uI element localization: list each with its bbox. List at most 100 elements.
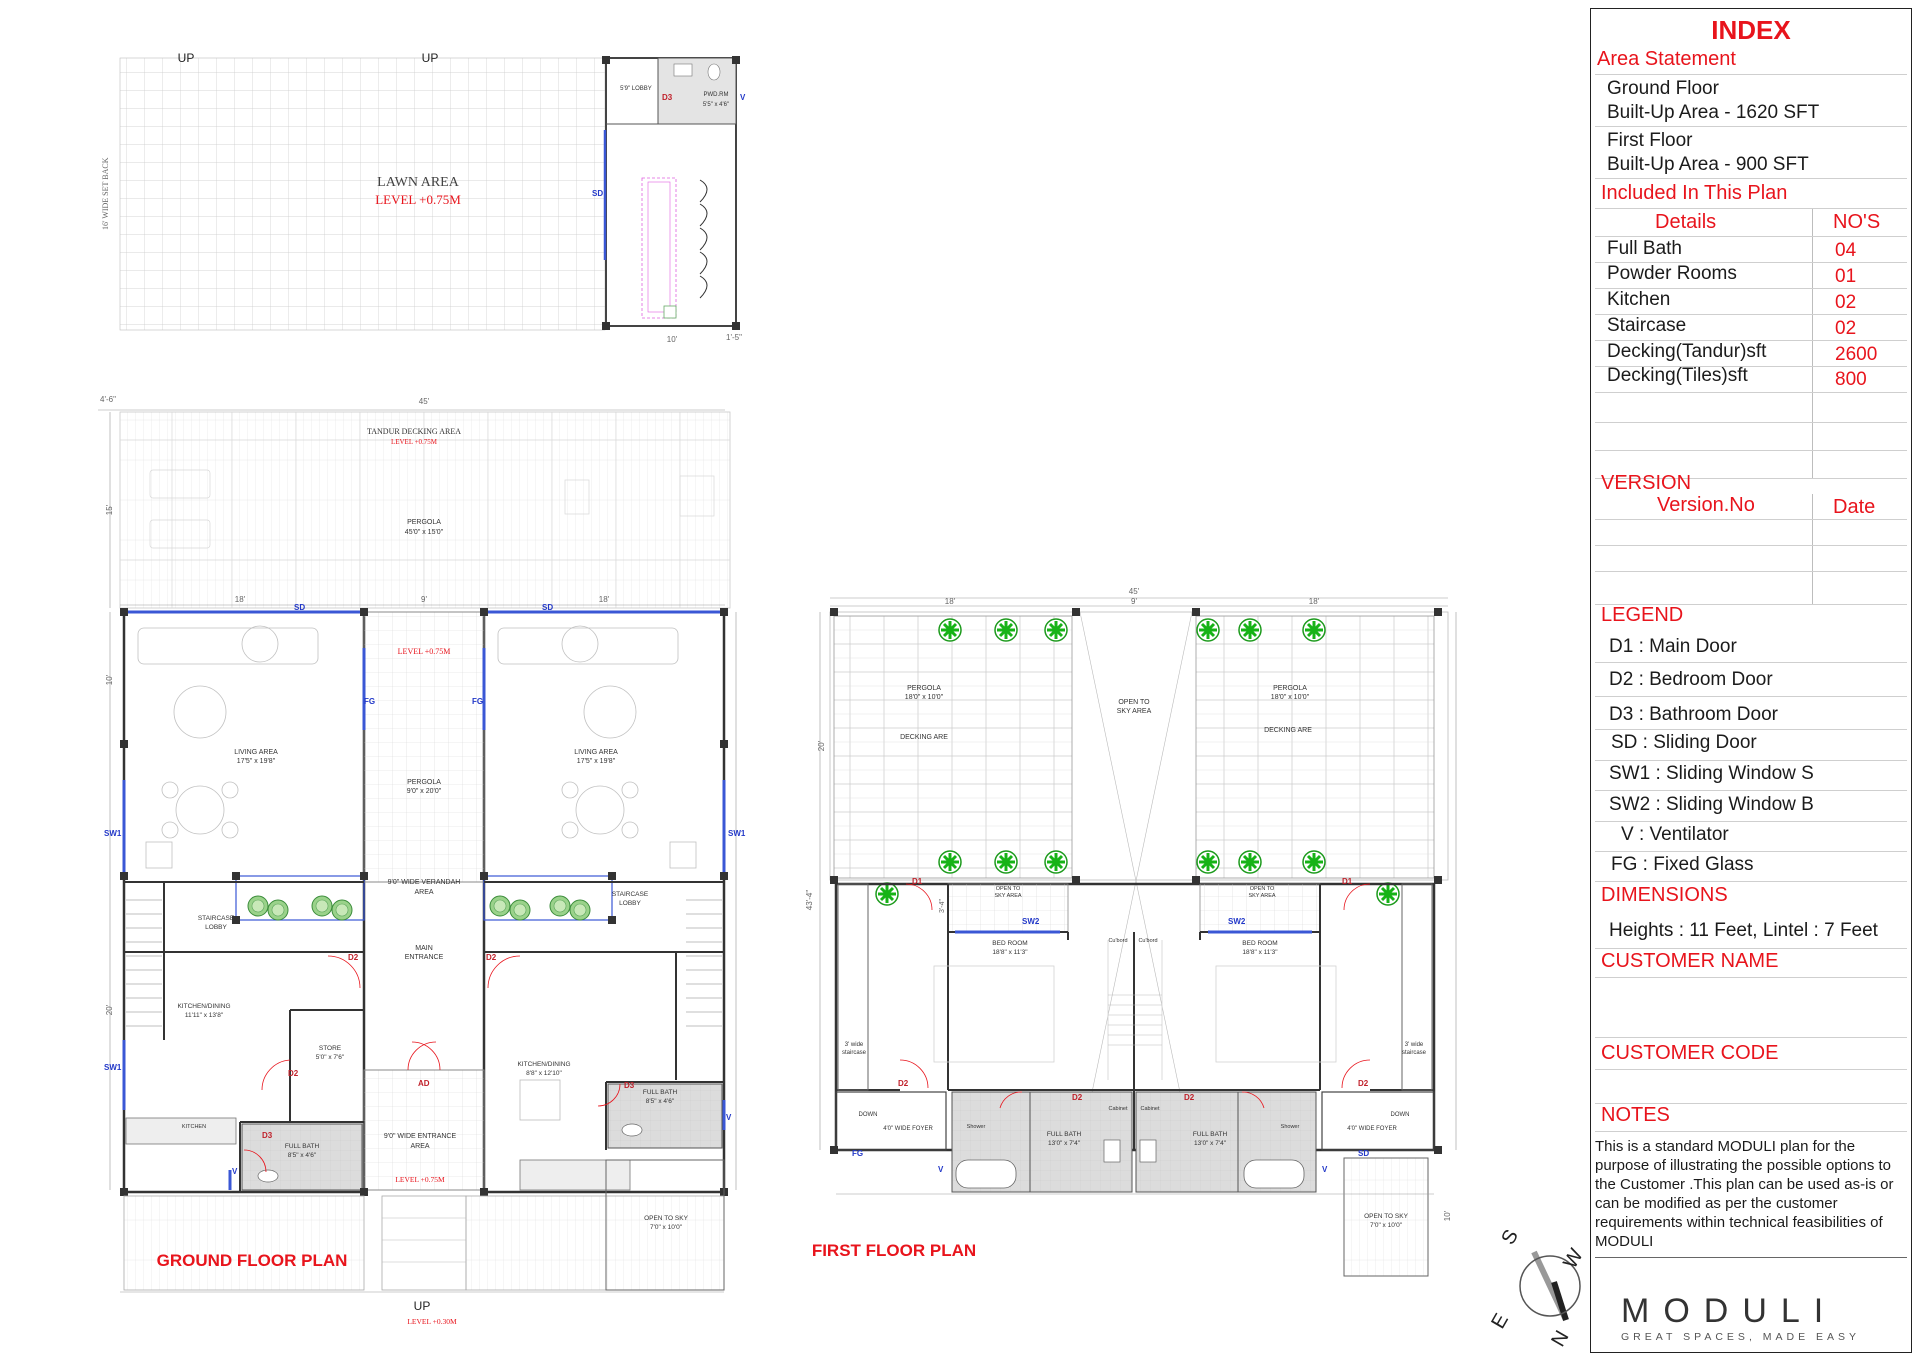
included-count: 02: [1835, 318, 1857, 339]
gf-tandur-decking: TANDUR DECKING AREA: [367, 427, 461, 436]
tag-d2-ff-bl: D2: [1072, 1093, 1083, 1102]
gf-dim-18a: 18': [235, 595, 246, 604]
gf-dim-45: 45': [419, 397, 430, 406]
gf-pwd-rm-size: 5'5" x 4'6": [703, 102, 729, 108]
gf-pwd-rm: PWD.RM: [704, 92, 729, 98]
ff-bed-r-size: 18'8" x 11'3": [1242, 949, 1278, 956]
gf-pergola-main-size: 45'0" x 15'0": [405, 529, 444, 536]
tag-d2-left: D2: [348, 953, 359, 962]
gf-dim-10: 10': [667, 335, 678, 344]
tag-d3-right: D3: [624, 1081, 635, 1090]
ff-bed-l-size: 18'8" x 11'3": [992, 949, 1028, 956]
tag-sd-annex: SD: [592, 189, 603, 198]
compass-n: N: [1547, 1327, 1573, 1351]
moduli-tagline: GREAT SPACES, MADE EASY: [1621, 1331, 1861, 1343]
index-title: INDEX: [1711, 15, 1791, 45]
legend-heading: LEGEND: [1601, 604, 1684, 626]
tag-d2-ff-br: D2: [1184, 1093, 1195, 1102]
version-heading: VERSION: [1601, 472, 1692, 494]
included-item: Staircase: [1607, 315, 1687, 336]
ff-dim-9: 9': [1131, 597, 1137, 606]
gf-level-mid: LEVEL +0.75M: [398, 647, 451, 656]
ff-cabinet-l: Cabinet: [1109, 1106, 1128, 1112]
gf-living-left: LIVING AREA: [234, 749, 278, 756]
ff-open-sky: OPEN TO: [1118, 699, 1150, 706]
tag-sw1-left: SW1: [104, 829, 122, 838]
ff-open-sky-small-r: OPEN TO: [1250, 886, 1275, 892]
ff-pergola-r: PERGOLA: [1273, 685, 1307, 692]
lawn-grid: [119, 57, 606, 331]
ff-dim-20-l: 20': [817, 740, 826, 751]
tandur-decking: [119, 411, 731, 609]
ff-pergola-r-size: 18'0" x 10'0": [1271, 694, 1310, 701]
gf-full-bath-l: FULL BATH: [285, 1143, 320, 1150]
tag-sd-ff: SD: [1358, 1149, 1369, 1158]
gf-main-entrance-2: ENTRANCE: [405, 954, 444, 961]
gf-living-right-size: 17'5" x 19'8": [577, 758, 616, 765]
gf-dim-9: 9': [421, 595, 427, 604]
gf-tandur-level: LEVEL +0.75M: [391, 438, 438, 446]
ff-decking-r: DECKING ARE: [1264, 727, 1312, 734]
gf-staircase-lobby-l2: LOBBY: [205, 924, 227, 931]
ff-dim-18a: 18': [945, 597, 956, 606]
included-item: Powder Rooms: [1607, 263, 1737, 284]
tag-fg-left: FG: [364, 697, 375, 706]
gf-pergola-center: PERGOLA: [407, 779, 441, 786]
ff-cupboard-l: Cu'bord: [1108, 938, 1127, 944]
ff-bath-l-size: 13'0" x 7'4": [1048, 1140, 1081, 1147]
gf-up-left: UP: [178, 51, 195, 65]
first-floor-labels: 45' 18' 9' 18' PERGOLA 18'0" x 10'0" PER…: [805, 587, 1452, 1260]
ff-dim-18b: 18': [1309, 597, 1320, 606]
ff-dim-34: 3'-4": [939, 899, 946, 913]
ff-dim-45: 45': [1129, 587, 1140, 596]
legend-item: D2 : Bedroom Door: [1609, 669, 1773, 690]
ff-decking-l: DECKING ARE: [900, 734, 948, 741]
tag-ad: AD: [418, 1079, 430, 1088]
included-item: Decking(Tandur)sft: [1607, 341, 1767, 362]
center-pergola: [363, 611, 485, 883]
gf-pergola-center-size: 9'0" x 20'0": [407, 788, 442, 795]
gf-kitchen-small: KITCHEN: [182, 1124, 206, 1130]
dimensions-value: Heights : 11 Feet, Lintel : 7 Feet: [1609, 920, 1878, 941]
tag-d2-ff-l: D2: [898, 1079, 909, 1088]
gf-dim-4-6: 4'-6": [100, 395, 116, 404]
gf-staircase-lobby-l: STAIRCASE: [198, 915, 235, 922]
verandah-left: [235, 875, 365, 921]
gf-kitchen-left-size: 11'11" x 13'8": [185, 1012, 224, 1019]
legend-item: D1 : Main Door: [1609, 636, 1737, 657]
gf-store: STORE: [319, 1045, 342, 1052]
ff-shower-r: Shower: [1281, 1124, 1300, 1130]
ff-down-l: DOWN: [859, 1112, 878, 1118]
gf-main-entrance: MAIN: [415, 945, 433, 952]
tag-d1-left: D1: [912, 877, 923, 886]
ff-pergola-l-size: 18'0" x 10'0": [905, 694, 944, 701]
compass-rose: S W E N: [1487, 1226, 1588, 1351]
legend-item: SW1 : Sliding Window S: [1609, 763, 1814, 784]
gf-dim-15: 15': [105, 504, 114, 515]
tag-d1-right: D1: [1342, 877, 1353, 886]
included-count: 01: [1835, 266, 1857, 287]
tag-sw2-right: SW2: [1228, 917, 1246, 926]
customer-name-heading: CUSTOMER NAME: [1601, 950, 1779, 972]
tag-d2-ff-r: D2: [1358, 1079, 1369, 1088]
pergola-right-ff: [1195, 615, 1435, 879]
ground-floor-labels: UP UP LAWN AREA LEVEL +0.75M 16' WIDE SE…: [100, 51, 742, 1326]
gf-living-right: LIVING AREA: [574, 749, 618, 756]
included-count: 2600: [1835, 344, 1878, 365]
included-item: Full Bath: [1607, 238, 1682, 259]
area-statement-heading: Area Statement: [1597, 48, 1736, 70]
ground-floor-label: Ground Floor: [1607, 78, 1719, 99]
ff-down-r: DOWN: [1391, 1112, 1410, 1118]
customer-code-heading: CUSTOMER CODE: [1601, 1042, 1779, 1064]
verandah-right: [483, 875, 613, 921]
index-panel: INDEX Area Statement Ground Floor Built-…: [1590, 8, 1912, 1353]
gf-open-sky-size: 7'0" x 10'0": [650, 1224, 683, 1231]
gf-verandah-area: AREA: [414, 889, 433, 896]
version-col-version: Version.No: [1657, 494, 1755, 516]
ff-dim-10: 10': [1443, 1210, 1452, 1221]
gf-staircase-lobby-r2: LOBBY: [619, 900, 641, 907]
notes-text: This is a standard MODULI plan for the p…: [1595, 1138, 1894, 1250]
gf-kitchen-left: KITCHEN/DINING: [177, 1003, 230, 1010]
gf-lawn-level: LEVEL +0.75M: [375, 192, 461, 207]
ff-foyer-l: 4'0" WIDE FOYER: [883, 1126, 933, 1132]
